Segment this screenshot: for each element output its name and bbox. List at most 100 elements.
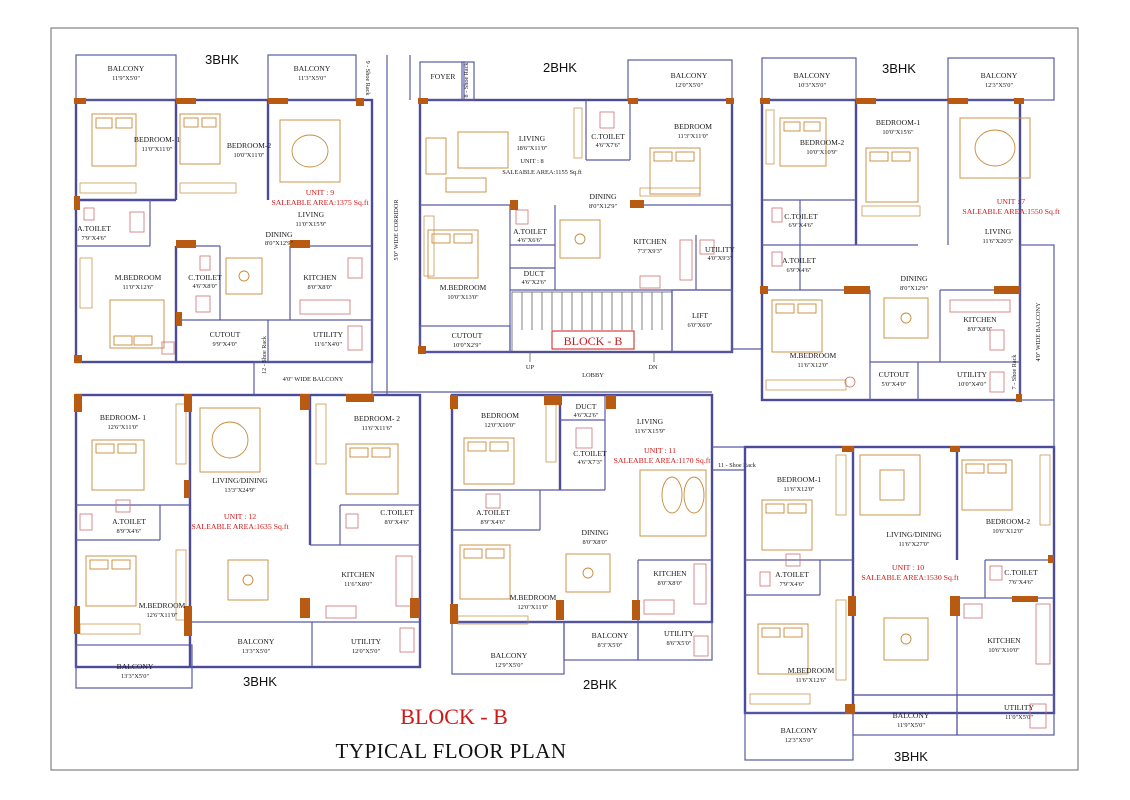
- unit-10-furniture: [749, 454, 1051, 729]
- room-dimension: 11'0"X15'9": [295, 221, 326, 228]
- unit-8-columns: [418, 98, 734, 354]
- shoe-rack-label: 12 - Shoe Rack: [261, 335, 268, 374]
- room-dimension: 4'0"X9'3": [708, 255, 733, 262]
- room-label: A.TOILET: [476, 508, 510, 517]
- room-label: LIVING/DINING: [212, 476, 268, 485]
- stair-down-label: DN: [648, 364, 658, 371]
- room-label: BEDROOM- 2: [354, 414, 400, 423]
- unit-number: UNIT : 11: [644, 446, 676, 455]
- room-label: BALCONY: [491, 651, 528, 660]
- room-label: LIVING: [298, 210, 325, 219]
- unit-9-columns: [74, 98, 364, 363]
- unit-11-labels: BEDROOM 12'0"X10'0" DUCT 4'6"X2'6" LIVIN…: [476, 402, 757, 692]
- room-label: LIVING: [985, 227, 1012, 236]
- room-dimension: 8'9"X4'6": [481, 519, 506, 526]
- room-label: C.TOILET: [380, 508, 414, 517]
- room-label: DINING: [582, 528, 610, 537]
- unit-7-labels: 3BHK BALCONY 10'3"X5'0" BALCONY 12'3"X5'…: [782, 61, 1060, 389]
- unit-12-walls: [74, 393, 422, 689]
- room-dimension: 4'6"X8'0": [193, 283, 218, 290]
- room-dimension: 12'3"X5'0": [985, 82, 1014, 89]
- unit-10-walls: [743, 445, 1056, 761]
- room-label: BALCONY: [893, 711, 930, 720]
- room-dimension: 13'3"X5'0": [121, 673, 150, 680]
- room-label: DUCT: [576, 402, 597, 411]
- room-dimension: 10'0"X13'0": [447, 294, 479, 301]
- room-dimension: 11'0"X5'0": [1005, 714, 1033, 721]
- room-dimension: 11'6"X12'0": [797, 362, 828, 369]
- room-label: M.BEDROOM: [788, 666, 835, 675]
- room-dimension: 11'6"X27'0": [898, 541, 929, 548]
- room-label: M.BEDROOM: [115, 273, 162, 282]
- room-label: DINING: [590, 192, 618, 201]
- room-dimension: 12'0"X5'0": [675, 82, 704, 89]
- room-label: KITCHEN: [303, 273, 337, 282]
- room-dimension: 11'0"X12'6": [122, 284, 153, 291]
- room-label: DINING: [901, 274, 929, 283]
- room-dimension: 10'6"X12'0": [992, 528, 1024, 535]
- room-dimension: 10'0"X4'0": [958, 381, 987, 388]
- room-dimension: 11'6"X4'0": [314, 341, 342, 348]
- room-dimension: 8'3"X5'0": [598, 642, 623, 649]
- room-label: UTILITY: [313, 330, 343, 339]
- room-dimension: 12'0"X11'0": [517, 604, 548, 611]
- unit-8-walls: [418, 59, 734, 354]
- room-label: CUTOUT: [879, 370, 910, 379]
- room-label: M.BEDROOM: [510, 593, 557, 602]
- room-label: C.TOILET: [784, 212, 818, 221]
- room-dimension: 4'6"X6'6": [518, 237, 543, 244]
- room-label: BALCONY: [671, 71, 708, 80]
- unit-7-furniture: [765, 109, 1031, 393]
- room-label: BEDROOM: [674, 122, 712, 131]
- room-label: LIVING: [519, 134, 546, 143]
- room-label: BALCONY: [238, 637, 275, 646]
- wide-corridor-label: 5'0" WIDE CORRIDOR: [393, 199, 400, 261]
- stair-up-label: UP: [526, 364, 535, 371]
- room-dimension: 4'6"X7'6": [596, 142, 621, 149]
- room-label: BALCONY: [294, 64, 331, 73]
- bhk-label: 2BHK: [543, 60, 577, 75]
- unit-saleable-area: SALEABLE AREA:1170 Sq.ft: [614, 456, 712, 465]
- lobby-label: LOBBY: [582, 372, 604, 379]
- room-dimension: 4'6"X2'6": [574, 412, 599, 419]
- room-dimension: 11'6"X20'3": [982, 238, 1013, 245]
- room-label: DINING: [266, 230, 294, 239]
- room-dimension: 8'0"X12'9": [265, 240, 294, 247]
- room-dimension: 11'6"X12'0": [783, 486, 814, 493]
- room-dimension: 8'0"X12'9": [900, 285, 929, 292]
- unit-7-columns: [760, 98, 1024, 402]
- room-dimension: 18'6"X11'0": [516, 145, 547, 152]
- shoe-rack-label: 9 - Shoe Rack: [364, 61, 371, 97]
- room-dimension: 10'0"X15'6": [882, 129, 914, 136]
- room-dimension: 8'0"X8'0": [968, 326, 993, 333]
- room-label: BALCONY: [794, 71, 831, 80]
- room-label: KITCHEN: [633, 237, 667, 246]
- room-dimension: 4'6"X2'6": [522, 279, 547, 286]
- wide-balcony-label: 4'0" WIDE BALCONY: [1035, 302, 1042, 361]
- room-label: BALCONY: [981, 71, 1018, 80]
- room-dimension: 7'9"X4'6": [82, 235, 107, 242]
- room-label: C.TOILET: [188, 273, 222, 282]
- unit-12-labels: BEDROOM- 1 12'6"X11'0" LIVING/DINING 13'…: [100, 413, 414, 689]
- room-label: M.BEDROOM: [139, 601, 186, 610]
- room-label: BEDROOM-1: [777, 475, 822, 484]
- room-dimension: 8'0"X4'6": [385, 519, 410, 526]
- room-label: BALCONY: [108, 64, 145, 73]
- room-dimension: 11'0"X11'0": [142, 146, 173, 153]
- unit-11-columns: [450, 395, 640, 624]
- shoe-rack-label: 8 - Shoe Rack: [463, 62, 470, 98]
- room-dimension: 12'0"X5'0": [352, 648, 381, 655]
- room-label: A.TOILET: [513, 227, 547, 236]
- core-block-label: BLOCK - B: [564, 334, 623, 348]
- room-dimension: 5'0"X4'0": [882, 381, 907, 388]
- room-dimension: 7'3"X9'3": [638, 248, 663, 255]
- unit-number: UNIT : 7: [997, 197, 1026, 206]
- room-label: M.BEDROOM: [790, 351, 837, 360]
- room-dimension: 11'3"X5'0": [298, 75, 326, 82]
- room-dimension: 12'3"X5'0": [785, 737, 814, 744]
- lift-dimension: 6'0"X6'0": [688, 322, 713, 329]
- room-label: UTILITY: [664, 629, 694, 638]
- room-dimension: 7'9"X4'6": [780, 581, 805, 588]
- room-label: C.TOILET: [573, 449, 607, 458]
- shoe-rack-label: 7 - Shoe Rack: [1011, 354, 1018, 390]
